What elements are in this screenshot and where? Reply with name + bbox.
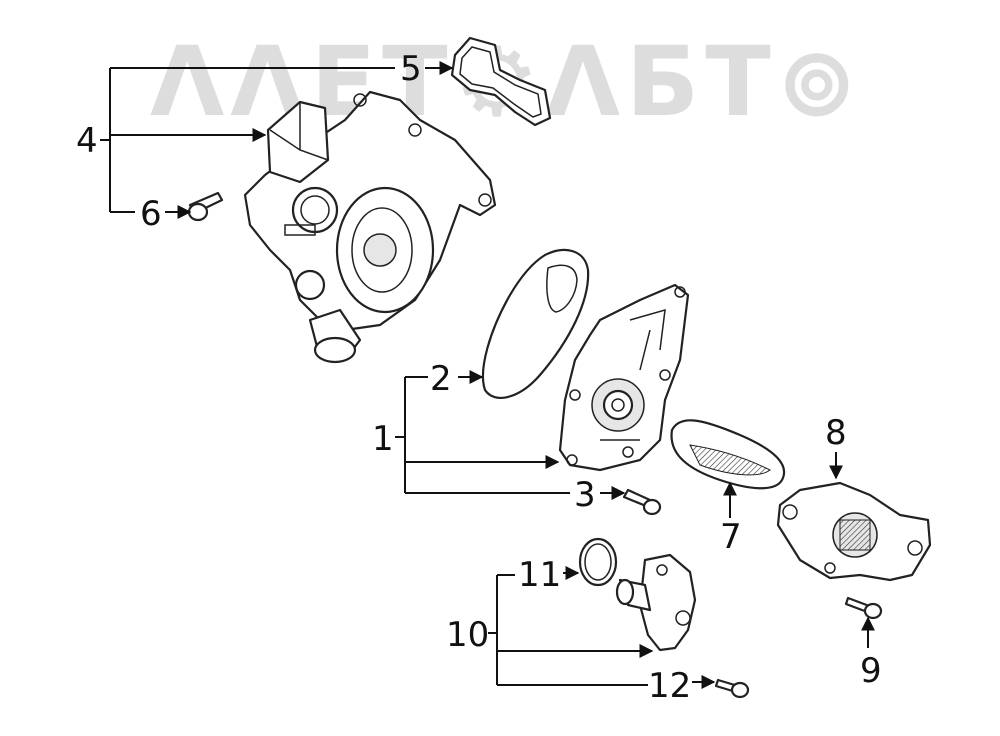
callout-labels: 4 5 6 1 2 3 7 8 9 10 11 12 [76,49,882,706]
callout-11: 11 [518,555,561,595]
callout-5: 5 [400,49,422,89]
gasket-5-part [450,36,552,127]
callout-8: 8 [825,413,847,453]
leader-lines [100,61,875,689]
thermostat-housing-part [243,90,497,364]
callout-2: 2 [430,359,452,399]
outlet-fitting-part [615,553,697,652]
cover-8-part [776,481,932,582]
belt-7-part [670,419,786,490]
bolt-12-part [714,678,750,699]
water-pump-part [558,283,690,472]
bolt-6-part [187,191,224,222]
bolt-3-part [622,488,662,516]
callout-4: 4 [76,121,98,161]
gasket-2-part [481,248,590,399]
callout-9: 9 [860,651,882,691]
callout-12: 12 [648,666,691,706]
callout-6: 6 [140,194,162,234]
callout-7: 7 [720,517,742,557]
callout-1: 1 [372,419,394,459]
callout-10: 10 [446,615,489,655]
o-ring-11-part [578,537,618,587]
callout-3: 3 [574,475,596,515]
bolt-9-part [844,596,883,620]
